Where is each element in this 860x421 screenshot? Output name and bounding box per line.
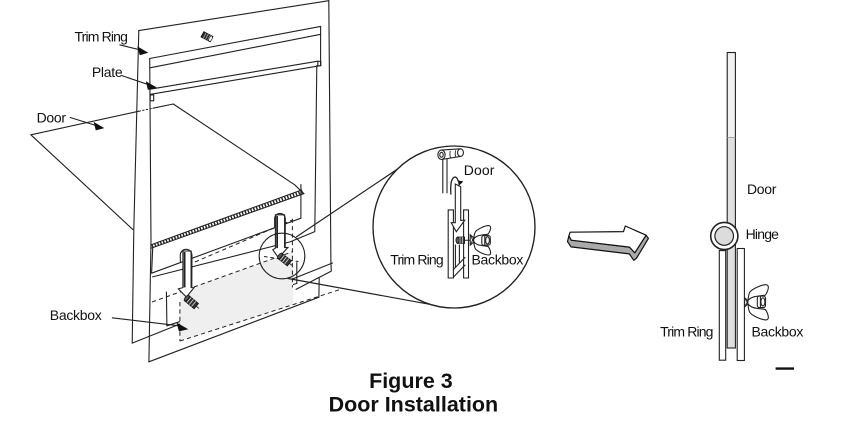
svg-text:Backbox: Backbox — [472, 252, 524, 268]
svg-text:Hinge: Hinge — [746, 226, 780, 242]
svg-text:Door: Door — [747, 181, 777, 197]
svg-text:Figure 3: Figure 3 — [369, 369, 453, 393]
svg-text:Backbox: Backbox — [752, 324, 804, 340]
svg-text:Trim Ring: Trim Ring — [75, 28, 128, 44]
svg-text:Door: Door — [37, 109, 67, 125]
svg-text:Trim Ring: Trim Ring — [390, 252, 443, 268]
svg-text:Door Installation: Door Installation — [329, 393, 499, 417]
svg-text:Door: Door — [464, 162, 495, 178]
svg-text:Backbox: Backbox — [50, 307, 102, 323]
svg-text:Trim Ring: Trim Ring — [660, 324, 713, 340]
svg-text:Plate: Plate — [92, 64, 123, 80]
